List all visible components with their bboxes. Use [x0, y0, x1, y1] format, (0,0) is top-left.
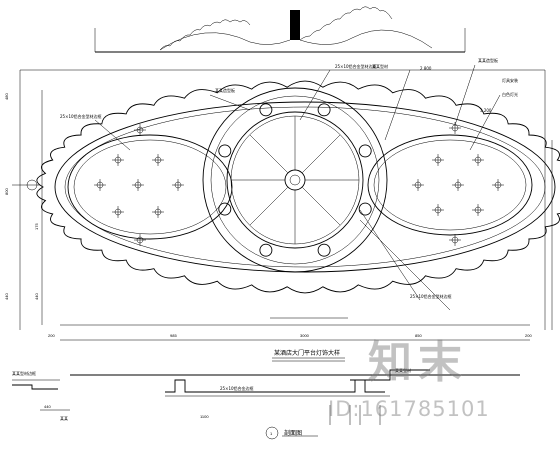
downlight — [412, 179, 424, 191]
wheel-spoke — [301, 186, 341, 226]
wheel-spoke — [249, 186, 289, 226]
wheel-lamp — [259, 103, 273, 117]
dim-left-3: 175 — [34, 223, 39, 230]
dim-bottom-0: 200 — [48, 333, 55, 338]
wheel-spoke — [249, 134, 289, 174]
wheel-lamp — [317, 103, 331, 117]
dim-bottom-2: 3000 — [300, 333, 310, 338]
callout-right-3: 白色灯光 — [502, 91, 518, 97]
dim-bottom-3: 850 — [415, 333, 422, 338]
section-note-1: 25×10铝合金边框 — [220, 385, 254, 391]
leader-lines — [94, 64, 501, 311]
plan-title: 某酒店大门平台灯饰大样 — [274, 349, 340, 357]
downlight — [94, 179, 106, 191]
downlight — [134, 124, 146, 136]
dim-left-0: 480 — [4, 93, 9, 100]
downlight — [152, 154, 164, 166]
wheel-lamp — [358, 144, 372, 158]
downlight — [112, 154, 124, 166]
downlight — [492, 179, 504, 191]
section-note-0: 某某型材边框 — [12, 370, 36, 376]
downlight — [112, 206, 124, 218]
scalloped-border — [36, 80, 560, 294]
downlight — [134, 234, 146, 246]
callout-center-1: 25×10铝合金型材边框 — [410, 293, 452, 299]
central-wheel — [202, 87, 388, 273]
downlight — [449, 122, 461, 134]
right-oval — [367, 134, 533, 236]
downlight — [452, 179, 464, 191]
section-note-4: 1100 — [200, 414, 209, 419]
wheel-lamp — [218, 202, 232, 216]
section-note-2: 某某 — [60, 415, 68, 421]
downlight — [449, 234, 461, 246]
dim-left-4: 440 — [34, 293, 39, 300]
top-elevation — [94, 6, 466, 53]
downlight — [432, 154, 444, 166]
section-note-3: 某某型材 — [395, 367, 411, 373]
callout-right-0: 2.800 — [420, 66, 432, 71]
wheel-lamp — [317, 243, 331, 257]
outer-oval — [54, 101, 556, 273]
wheel-lamp — [259, 243, 273, 257]
callout-right-2: 灯具安装 — [502, 77, 518, 83]
dim-left-1: 800 — [4, 188, 9, 195]
downlight — [472, 204, 484, 216]
dimension-frame — [12, 69, 553, 341]
wheel-spoke — [301, 134, 341, 174]
wheel-lamp — [218, 144, 232, 158]
downlight — [152, 206, 164, 218]
wheel-lamp — [358, 202, 372, 216]
section-number: 1 — [270, 431, 273, 436]
downlight — [432, 204, 444, 216]
downlight-grid — [94, 122, 504, 246]
callout-right-4: 3.200 — [480, 108, 492, 113]
downlight — [472, 154, 484, 166]
downlight — [172, 179, 184, 191]
callout-left-2: 某某型材 — [372, 63, 388, 69]
dim-bottom-4: 200 — [525, 333, 532, 338]
dim-left-2: 440 — [4, 293, 9, 300]
left-oval — [67, 134, 233, 240]
section-view — [12, 369, 520, 440]
callout-left-0: 某某造型板 — [215, 87, 235, 93]
downlight — [132, 179, 144, 191]
callout-right-1: 某某造型板 — [478, 57, 498, 63]
callout-center-0: 25×10铝合金型材边框 — [335, 63, 377, 69]
callout-left-1: 25×10铝合金型材边框 — [60, 113, 102, 119]
labels: 某酒店大门平台灯饰大样 剖面图 1 25×10铝合金型材边框 2.800 某某造… — [4, 57, 532, 437]
section-note-5: 440 — [44, 404, 51, 409]
dim-bottom-1: 985 — [170, 333, 177, 338]
section-title: 剖面图 — [284, 429, 302, 437]
